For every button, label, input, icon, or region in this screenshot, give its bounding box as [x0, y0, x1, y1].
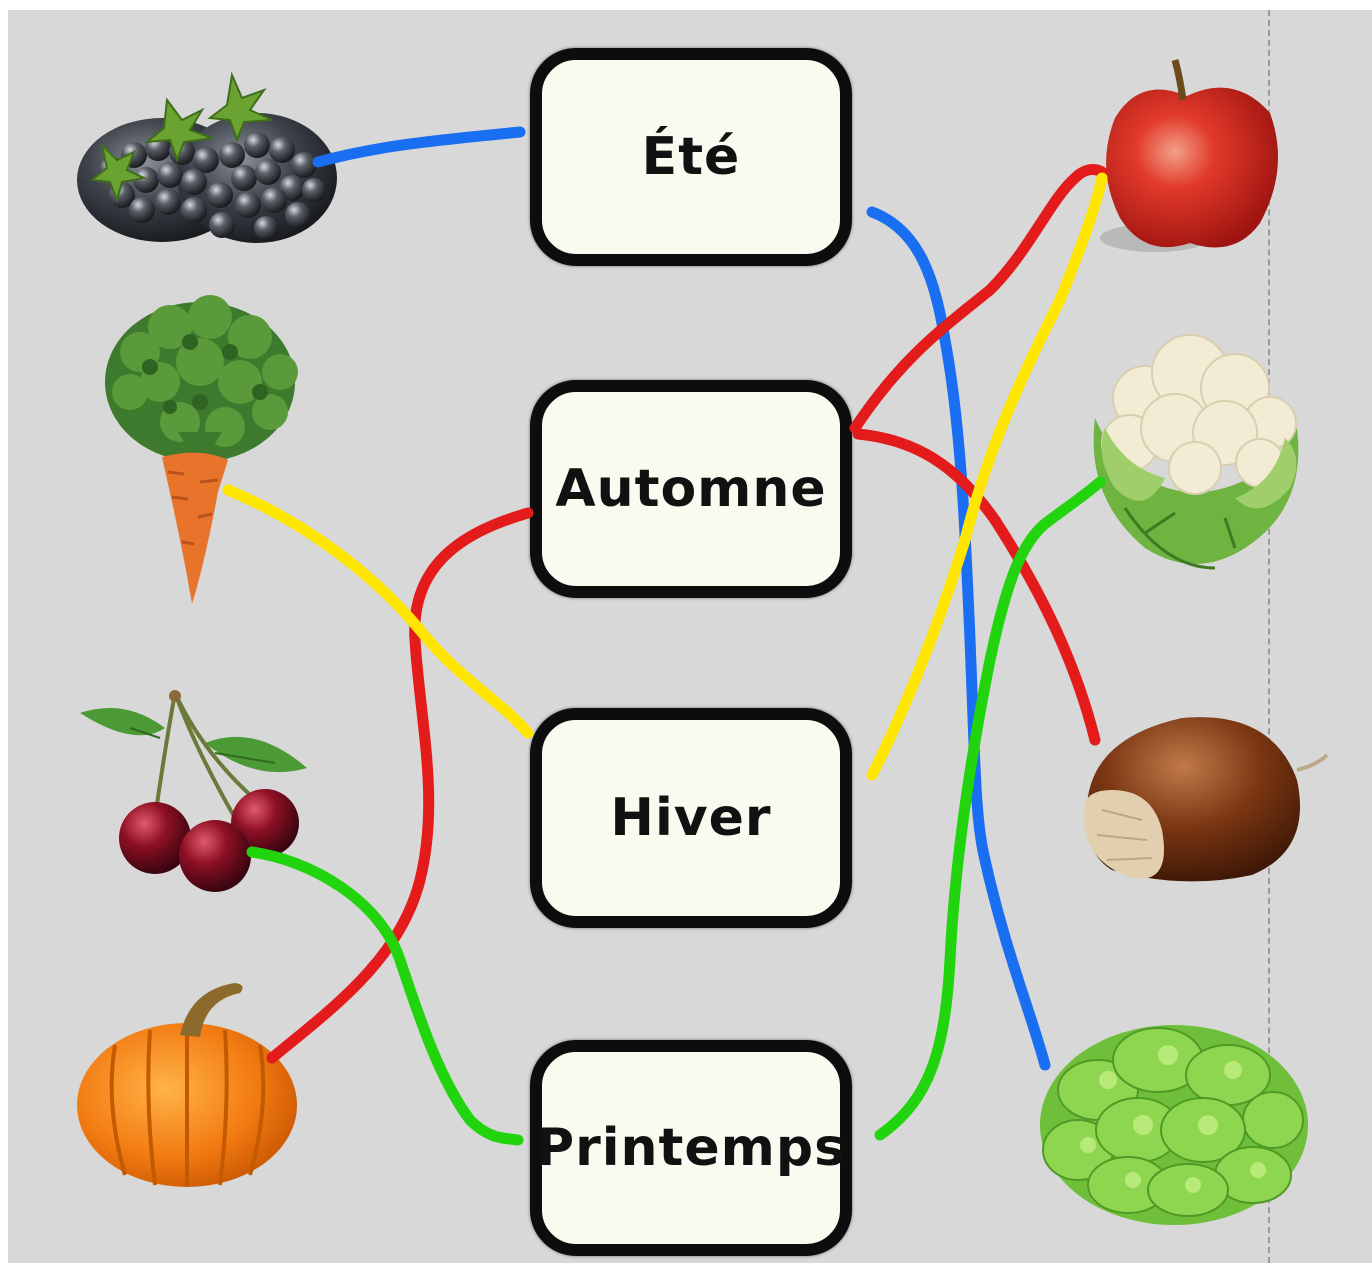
season-box-automne[interactable]: Automne [530, 380, 852, 598]
blackberry-icon [77, 71, 337, 243]
cherry-image[interactable] [75, 688, 310, 893]
season-box-hiver[interactable]: Hiver [530, 708, 852, 928]
pumpkin-icon [77, 983, 297, 1187]
cauliflower-image[interactable] [1085, 318, 1307, 580]
chestnut-icon [1083, 717, 1329, 882]
season-box-ete[interactable]: Été [530, 48, 852, 266]
cherry-icon [80, 690, 307, 892]
season-box-printemps[interactable]: Printemps [530, 1040, 852, 1256]
season-label-hiver: Hiver [610, 788, 772, 848]
season-label-automne: Automne [555, 459, 827, 519]
lettuce-image[interactable] [1038, 1010, 1310, 1225]
chestnut-image[interactable] [1072, 710, 1334, 885]
carrot-icon [105, 295, 298, 604]
season-label-printemps: Printemps [535, 1118, 847, 1178]
pumpkin-image[interactable] [75, 975, 300, 1188]
page-divider [1268, 10, 1270, 1263]
carrot-image[interactable] [100, 292, 305, 604]
lettuce-icon [1040, 1025, 1308, 1225]
season-label-ete: Été [641, 127, 741, 187]
blackberry-image[interactable] [72, 60, 337, 245]
apple-icon [1100, 59, 1278, 252]
apple-image[interactable] [1095, 58, 1280, 254]
cauliflower-icon [1093, 334, 1299, 570]
